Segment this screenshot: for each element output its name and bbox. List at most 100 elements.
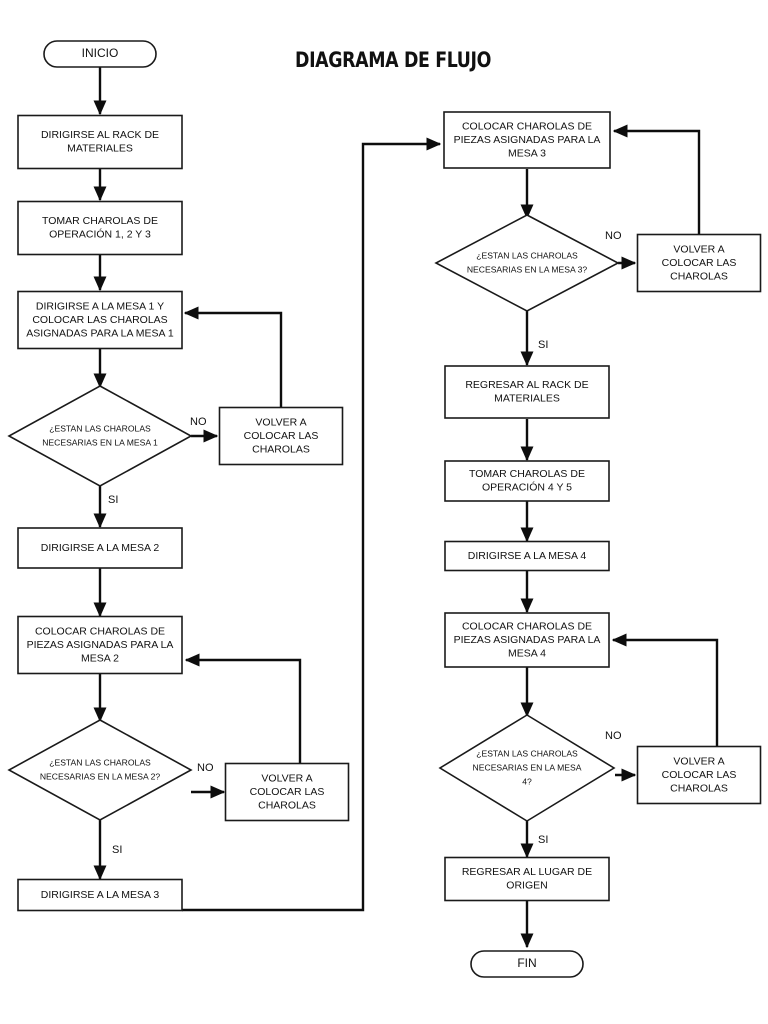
process-shape [444,612,610,668]
node-d3[interactable]: ¿ESTAN LAS CHAROLAS NECESARIAS EN LA MESA… [434,214,620,312]
node-label: REGRESAR AL LUGAR DE [462,866,592,878]
node-label: ¿ESTAN LAS CHAROLAS [476,250,578,260]
node-label: COLOCAR CHAROLAS DE [35,625,165,637]
node-end[interactable]: FIN [470,950,584,978]
node-label: DIRIGIRSE A LA MESA 1 Y [36,300,164,312]
process-shape [224,762,350,822]
edge-layer [93,67,719,949]
node-label: REGRESAR AL RACK DE [465,379,588,391]
node-label: ORIGEN [506,880,547,892]
process-shape [17,878,183,912]
edge-r1-feedback-to-p3 [183,306,283,408]
edge-r4-feedback-to-p11 [611,633,719,747]
node-label: COLOCAR LAS [662,769,737,781]
process-shape [444,460,610,502]
node-p7[interactable]: COLOCAR CHAROLAS DE PIEZAS ASIGNADAS PARA… [443,111,611,169]
node-label: COLOCAR LAS CHAROLAS [32,314,167,326]
node-label: OPERACIÓN 4 Y 5 [482,481,572,494]
node-label: MATERIALES [67,143,133,155]
node-label: PIEZAS ASIGNADAS PARA LA [454,134,601,146]
terminal-shape [470,950,584,978]
node-start[interactable]: INICIO [43,40,157,68]
node-label: COLOCAR CHAROLAS DE [462,620,592,632]
node-label: VOLVER A [255,416,306,428]
edge-r3-feedback-to-p7 [612,124,701,235]
edge-label-si4: SI [538,834,548,846]
node-label: FIN [517,956,536,970]
node-label: DIRIGIRSE A LA MESA 4 [468,550,587,562]
terminal-shape [43,40,157,68]
node-label: OPERACIÓN 1, 2 Y 3 [49,228,151,241]
process-shape [444,856,610,902]
edge-label-si2: SI [112,844,122,856]
decision-shape [7,719,193,821]
node-label: DIRIGIRSE A LA MESA 3 [41,889,160,901]
process-shape [218,406,344,466]
edge-label-no3: NO [605,230,622,242]
node-label: CHAROLAS [258,799,316,811]
node-label: ¿ESTAN LAS CHAROLAS [49,423,151,433]
node-label: INICIO [82,46,119,60]
edge-label-no2: NO [197,762,214,774]
process-shape [444,540,610,572]
node-label: VOLVER A [261,772,312,784]
process-shape [17,527,183,569]
process-shape [17,114,183,170]
node-p11[interactable]: COLOCAR CHAROLAS DE PIEZAS ASIGNADAS PARA… [444,612,610,668]
node-label: 4? [522,776,532,786]
node-label: ¿ESTAN LAS CHAROLAS [476,748,578,758]
edge-r2-feedback-to-p5 [184,653,302,764]
node-p6[interactable]: DIRIGIRSE A LA MESA 3 [17,878,183,912]
node-p12[interactable]: REGRESAR AL LUGAR DE ORIGEN [444,856,610,902]
node-label: NECESARIAS EN LA MESA 3? [467,264,588,274]
node-p4[interactable]: DIRIGIRSE A LA MESA 2 [17,527,183,569]
node-label: MESA 2 [81,652,119,664]
node-label: NECESARIAS EN LA MESA 2? [40,771,161,781]
process-shape [636,233,762,293]
node-label: MESA 4 [508,647,546,659]
node-p1[interactable]: DIRIGIRSE AL RACK DE MATERIALES [17,114,183,170]
node-label: NECESARIAS EN LA MESA [473,762,582,772]
node-label: DIRIGIRSE AL RACK DE [41,129,159,141]
node-label: PIEZAS ASIGNADAS PARA LA [454,634,601,646]
node-label: ASIGNADAS PARA LA MESA 1 [26,327,174,339]
edge-label-no1: NO [190,416,207,428]
node-p5[interactable]: COLOCAR CHAROLAS DE PIEZAS ASIGNADAS PARA… [17,615,183,675]
node-d2[interactable]: ¿ESTAN LAS CHAROLAS NECESARIAS EN LA MESA… [7,719,193,821]
page-title: DIAGRAMA DE FLUJO [295,48,491,72]
node-label: COLOCAR LAS [244,430,319,442]
node-label: TOMAR CHAROLAS DE [42,215,158,227]
node-p3[interactable]: DIRIGIRSE A LA MESA 1 Y COLOCAR LAS CHARO… [17,290,183,350]
node-p8[interactable]: REGRESAR AL RACK DE MATERIALES [444,365,610,419]
edge-label-si1: SI [108,494,118,506]
process-shape [636,745,762,805]
process-shape [444,365,610,419]
process-shape [17,615,183,675]
process-shape [17,200,183,256]
node-label: TOMAR CHAROLAS DE [469,468,585,480]
edge-p6-to-p7-bridge [182,137,442,912]
node-label: COLOCAR CHAROLAS DE [462,120,592,132]
node-label: CHAROLAS [670,270,728,282]
node-layer: INICIO DIRIGIRSE AL RACK DE MATERIALES TOMA… [7,40,762,978]
node-label: COLOCAR LAS [662,257,737,269]
node-label: ¿ESTAN LAS CHAROLAS [49,757,151,767]
node-label: PIEZAS ASIGNADAS PARA LA [27,639,174,651]
node-label: MATERIALES [494,393,560,405]
node-d4[interactable]: ¿ESTAN LAS CHAROLAS NECESARIAS EN LA MESA… [438,714,616,822]
decision-shape [7,385,193,487]
decision-shape [438,714,616,822]
process-shape [443,111,611,169]
node-p10[interactable]: DIRIGIRSE A LA MESA 4 [444,540,610,572]
edge-label-si3: SI [538,339,548,351]
node-label: MESA 3 [508,147,546,159]
